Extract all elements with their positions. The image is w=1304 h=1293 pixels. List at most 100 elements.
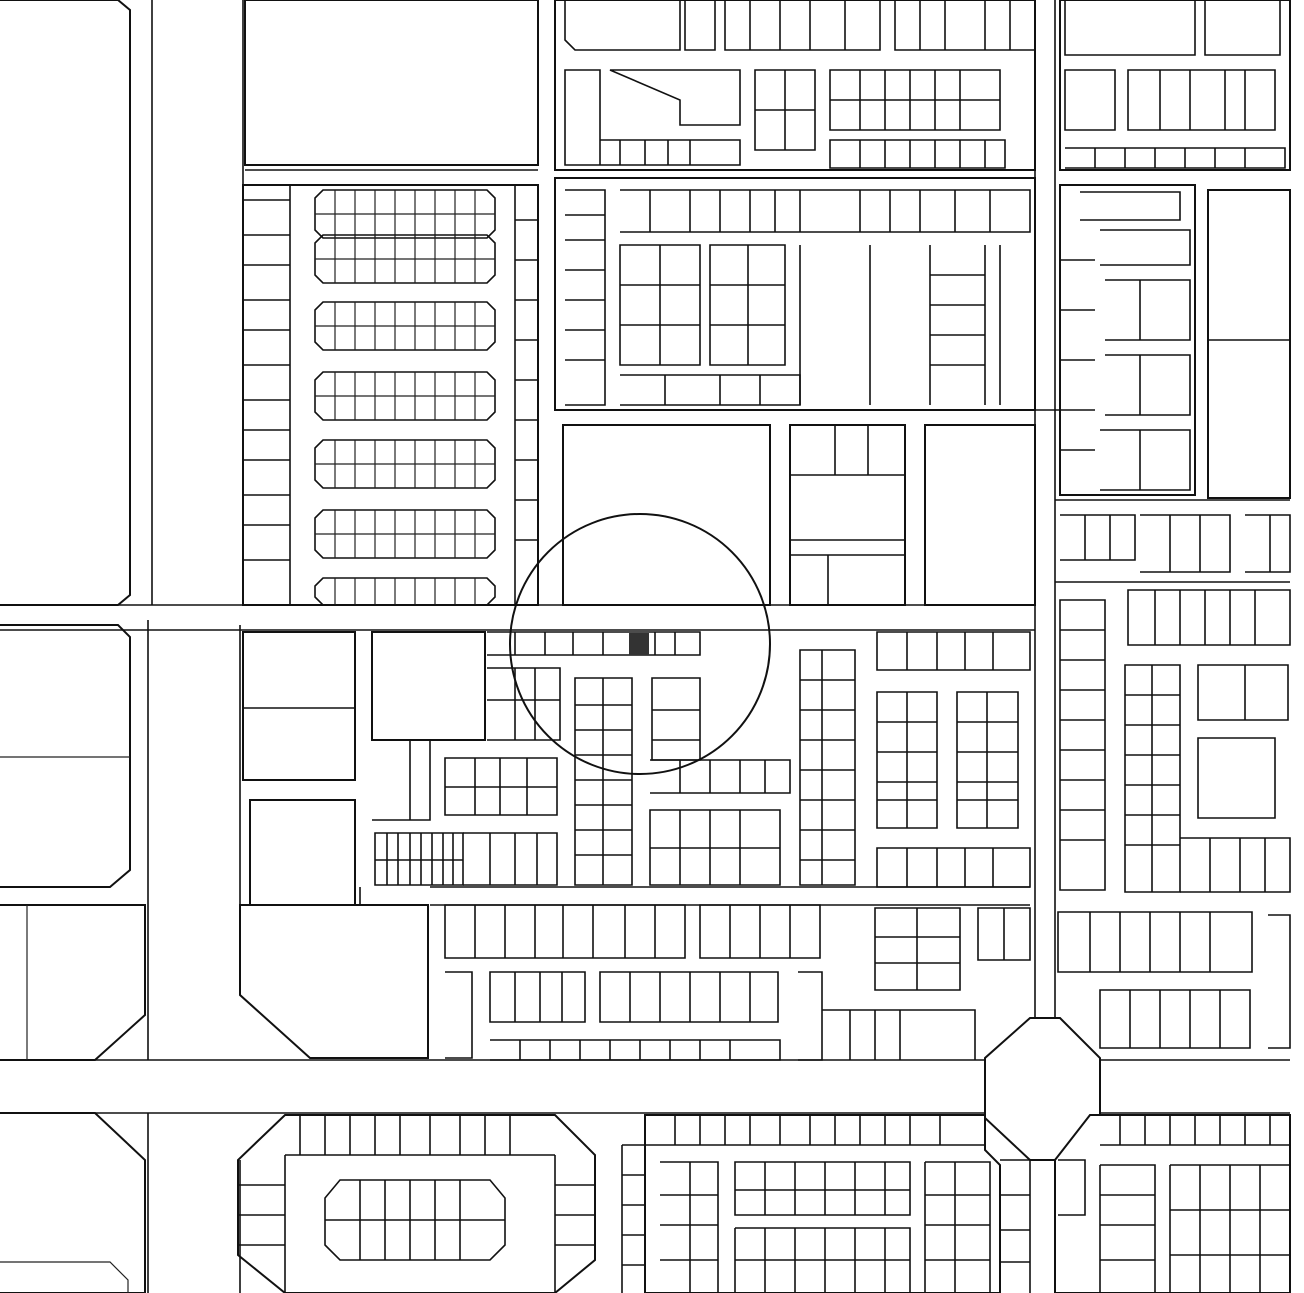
sr1-park-west [242, 631, 356, 781]
sr3-center-lots-c [734, 1227, 911, 1293]
road-edge-service [359, 886, 1030, 906]
sr3-west-block [237, 1114, 596, 1293]
mid-block-center [789, 424, 906, 606]
grid-lot-row [314, 234, 496, 284]
block-west-top [0, 0, 131, 606]
grid-block-west-lots [243, 185, 291, 605]
fe-col-c [1180, 664, 1291, 893]
grid-lot-dividers [315, 302, 495, 350]
south-row-2 [239, 904, 976, 1061]
nc-inner-lots [564, 69, 741, 166]
sr2-lots-b [699, 904, 821, 959]
sr2-lots-d [599, 971, 779, 1023]
em-block-a [876, 691, 938, 829]
grid-lot-row [314, 189, 496, 239]
sr1-open-block [371, 631, 486, 741]
grid-lot-row [314, 371, 496, 421]
block-west-bottom [0, 1112, 146, 1293]
block-west-low [0, 904, 146, 1061]
sr3-east-col [1000, 1159, 1031, 1293]
grid-lot-dividers [315, 510, 495, 558]
fe-row-6 [1099, 989, 1251, 1049]
block-west-bottom-divider [0, 1261, 129, 1293]
grid-block-east-lots [514, 185, 538, 605]
sr1-lots-k [372, 739, 431, 821]
sr3-center-block [644, 1114, 1001, 1293]
block-north-large [244, 0, 539, 166]
cc-east-lots [799, 245, 1001, 405]
nc-block-b [894, 0, 1035, 51]
sr1-park-west-low [249, 799, 356, 919]
sr3-east-block [1054, 1114, 1291, 1293]
sr3-sw-column [621, 1144, 645, 1293]
em-row-1 [876, 631, 1031, 671]
grid-lot-dividers [315, 440, 495, 488]
sr2-lots-f [798, 971, 976, 1061]
fe-col-a [1059, 599, 1106, 891]
grid-lot-row [314, 439, 496, 489]
highlighted-parcel [629, 633, 649, 655]
site-marker [509, 513, 771, 775]
sr3-center-lots-d [924, 1161, 991, 1293]
nc-block-d [829, 69, 1001, 131]
sr3-center-lots-top [645, 1115, 985, 1146]
sr2-lots-c [489, 971, 586, 1023]
mid-blocks [562, 424, 1036, 606]
east-mid-blocks [874, 631, 1031, 991]
fe-open-parcel [1207, 189, 1291, 499]
cc-west-strip [565, 189, 606, 406]
nc-outline [554, 0, 1036, 171]
central-complex [554, 177, 1036, 411]
grid-lot-dividers [334, 578, 476, 605]
grid-lot-block [242, 184, 539, 606]
sr1-lots-g [799, 649, 856, 886]
nc-block-c [754, 69, 816, 151]
sr1-lots-e [650, 759, 791, 794]
sr2-corner-park [239, 904, 429, 1059]
sr3-center-lots-b [734, 1161, 911, 1216]
sr1-lots-a [487, 631, 701, 656]
fe-top-lots [1064, 0, 1286, 169]
cc-pod-2 [709, 244, 786, 366]
cc-north-row [620, 189, 1031, 233]
sr1-lots-f [649, 809, 781, 886]
sr1-lots-j [463, 832, 558, 886]
sr3-center-lots-a [660, 1161, 719, 1293]
em-block-c [874, 907, 961, 991]
fe-top [1059, 0, 1291, 171]
sr3-west-outer-lots [238, 1115, 595, 1293]
nc-top-left [564, 0, 681, 51]
fe-row-3 [1060, 514, 1291, 573]
sr2-lots-a [444, 904, 686, 959]
sr1-lots-h [444, 757, 558, 816]
sr2-lots-e [445, 971, 781, 1061]
north-central-block [554, 0, 1036, 171]
grid-lot-row [314, 509, 496, 559]
block-west-mid [0, 624, 131, 888]
site-marker-circle [509, 513, 771, 775]
nc-block-a [684, 0, 881, 51]
mid-block-west [562, 424, 771, 606]
grid-lot-row [314, 301, 496, 351]
em-block-d [977, 907, 1031, 961]
sr1-lots-d [651, 677, 701, 761]
em-block-b [956, 691, 1019, 829]
sr3-west-inner-lots [324, 1179, 506, 1261]
em-row-2 [876, 847, 1031, 888]
nc-block-e [829, 139, 1006, 169]
sr1-lots-b [487, 667, 561, 741]
mid-block-center-lots [790, 425, 905, 605]
sr1-lots-c [574, 677, 633, 886]
generated-detail-layer [629, 633, 649, 655]
far-east-blocks [1057, 0, 1291, 1049]
south-row-1 [242, 631, 856, 919]
fe-row-4 [1127, 589, 1291, 646]
grid-block-outline [242, 184, 539, 606]
west-avenue [151, 0, 244, 605]
mid-block-east [924, 424, 1036, 606]
grid-lot-dividers [315, 235, 495, 283]
sr3-east-lots [1058, 1115, 1290, 1293]
